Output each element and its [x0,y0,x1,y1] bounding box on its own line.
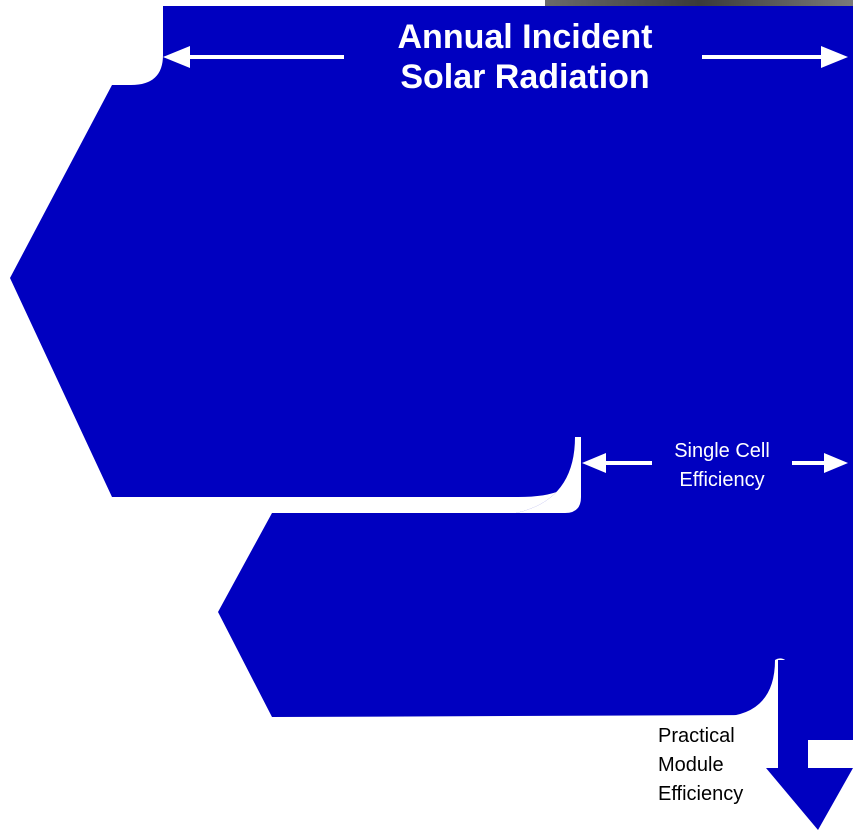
module-loss-notch [655,660,790,830]
bottom-label-line3: Efficiency [658,783,743,805]
module-flow-band [766,660,853,830]
top-arrow [163,46,848,68]
mid-label-line1: Single Cell [674,440,770,462]
cell-loss-notch [516,437,581,513]
bottom-label-line1: Practical [658,725,735,747]
top-label-line2: Solar Radiation [400,58,649,96]
top-label-line1: Annual Incident [398,18,653,56]
bottom-label-line2: Module [658,754,724,776]
photo-strip [545,0,853,6]
radiation-flow-band [10,6,853,740]
mid-label-line2: Efficiency [679,469,764,491]
mid-arrow [582,453,848,473]
